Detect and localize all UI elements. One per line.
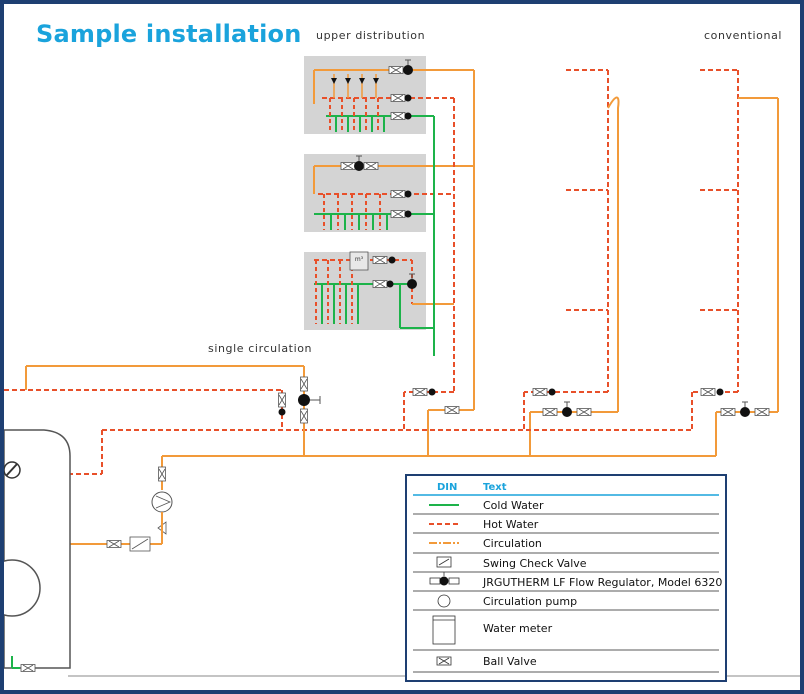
legend-item-water-meter: Water meter [483, 622, 553, 635]
main-distribution [68, 429, 716, 490]
label-conventional: conventional [704, 29, 783, 42]
upper-distribution-risers [403, 70, 475, 456]
conventional-riser [691, 69, 779, 456]
legend-item-cold-water: Cold Water [483, 499, 544, 512]
legend-box: DIN Text Cold Wat [405, 474, 727, 682]
label-upper-distribution: upper distribution [316, 29, 426, 42]
legend-item-circulation: Circulation [483, 537, 542, 550]
legend-item-circulation-pump: Circulation pump [483, 595, 578, 608]
pump-branch [68, 491, 173, 552]
legend-item-flow-regulator: JRGUTHERM LF Flow Regulator, Model 6320 [483, 576, 723, 589]
water-meter-label: m³ [354, 256, 364, 263]
legend-symbols [413, 494, 719, 673]
label-single-circulation: single circulation [208, 342, 313, 355]
legend-flow-regulator-icon [429, 572, 460, 586]
legend-col-symbol: DIN [437, 482, 458, 493]
legend-item-swing-check-valve: Swing Check Valve [483, 557, 587, 570]
legend-water-meter-icon [432, 615, 456, 645]
middle-riser [523, 69, 620, 456]
single-circulation-loop [4, 365, 321, 456]
upper-distribution-panel-1 [304, 56, 474, 134]
water-heater-tank [4, 429, 71, 672]
legend-ball-valve-icon [436, 656, 452, 666]
upper-distribution-panel-3 [304, 251, 454, 330]
legend-item-ball-valve: Ball Valve [483, 655, 537, 668]
upper-distribution-panel-2 [304, 154, 474, 232]
legend-item-hot-water: Hot Water [483, 518, 539, 531]
legend-swing-check-valve-icon [436, 556, 452, 568]
page-title: Sample installation [36, 20, 302, 48]
legend-col-text: Text [483, 482, 507, 493]
piping-diagram [4, 56, 800, 677]
legend-circulation-pump-icon [437, 594, 451, 608]
